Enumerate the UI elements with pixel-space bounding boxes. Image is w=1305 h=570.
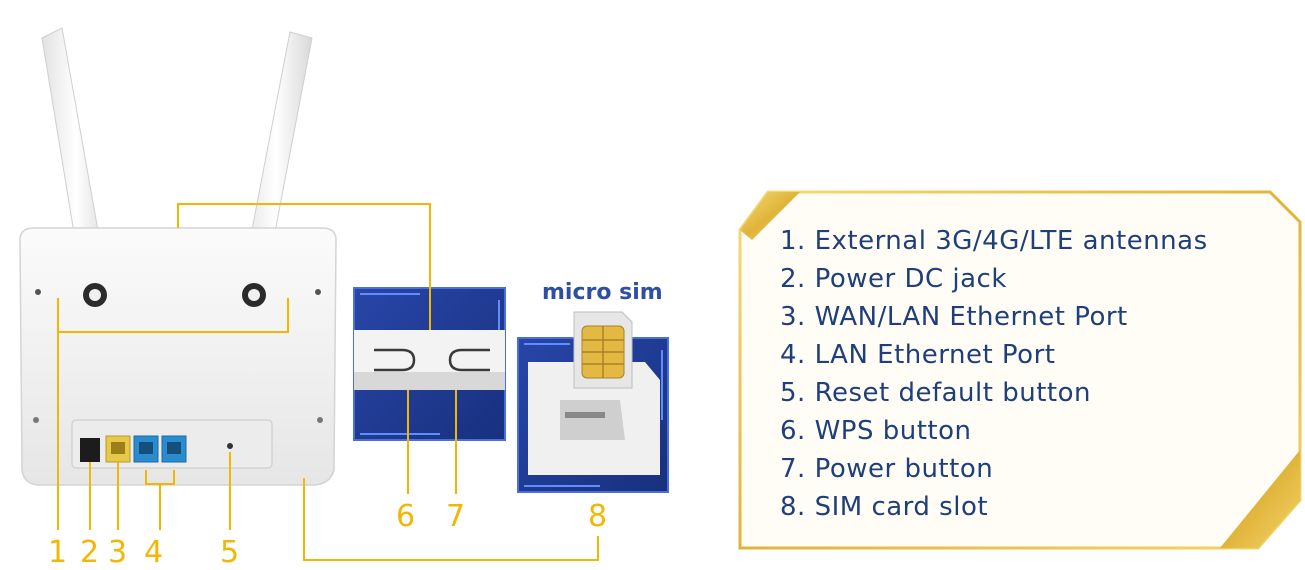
callout-6: 6 bbox=[396, 499, 416, 534]
wan-port bbox=[105, 435, 131, 463]
legend-item-power-dc: 2. Power DC jack bbox=[780, 264, 1007, 294]
micro-sim-caption: micro sim bbox=[542, 280, 663, 305]
legend-item-wps: 6. WPS button bbox=[780, 416, 972, 446]
callout-lines bbox=[57, 203, 599, 561]
callout-4: 4 bbox=[144, 535, 164, 570]
legend-item-antennas: 1. External 3G/4G/LTE antennas bbox=[780, 226, 1208, 256]
power-dc-jack bbox=[80, 438, 100, 462]
leader-sim bbox=[303, 478, 599, 561]
callout-2: 2 bbox=[80, 535, 100, 570]
callout-5: 5 bbox=[220, 535, 240, 570]
callout-3: 3 bbox=[108, 535, 128, 570]
legend-item-power-button: 7. Power button bbox=[780, 454, 994, 484]
micro-sim-card bbox=[573, 311, 633, 389]
button-inset-panel bbox=[353, 287, 506, 441]
lan-port-1 bbox=[133, 435, 159, 463]
leader-lan bbox=[145, 470, 175, 530]
legend-item-wan-lan: 3. WAN/LAN Ethernet Port bbox=[780, 302, 1128, 332]
legend-item-sim-slot: 8. SIM card slot bbox=[780, 492, 989, 522]
legend-item-reset: 5. Reset default button bbox=[780, 378, 1091, 408]
lan-port-2 bbox=[161, 435, 187, 463]
callout-7: 7 bbox=[446, 499, 466, 534]
leader-top bbox=[177, 203, 431, 330]
callout-8: 8 bbox=[588, 499, 608, 534]
callout-1: 1 bbox=[48, 535, 68, 570]
reset-hole bbox=[227, 443, 233, 449]
leader-antennas bbox=[57, 298, 289, 333]
legend-item-lan: 4. LAN Ethernet Port bbox=[780, 340, 1056, 370]
legend-frame bbox=[738, 190, 1302, 550]
